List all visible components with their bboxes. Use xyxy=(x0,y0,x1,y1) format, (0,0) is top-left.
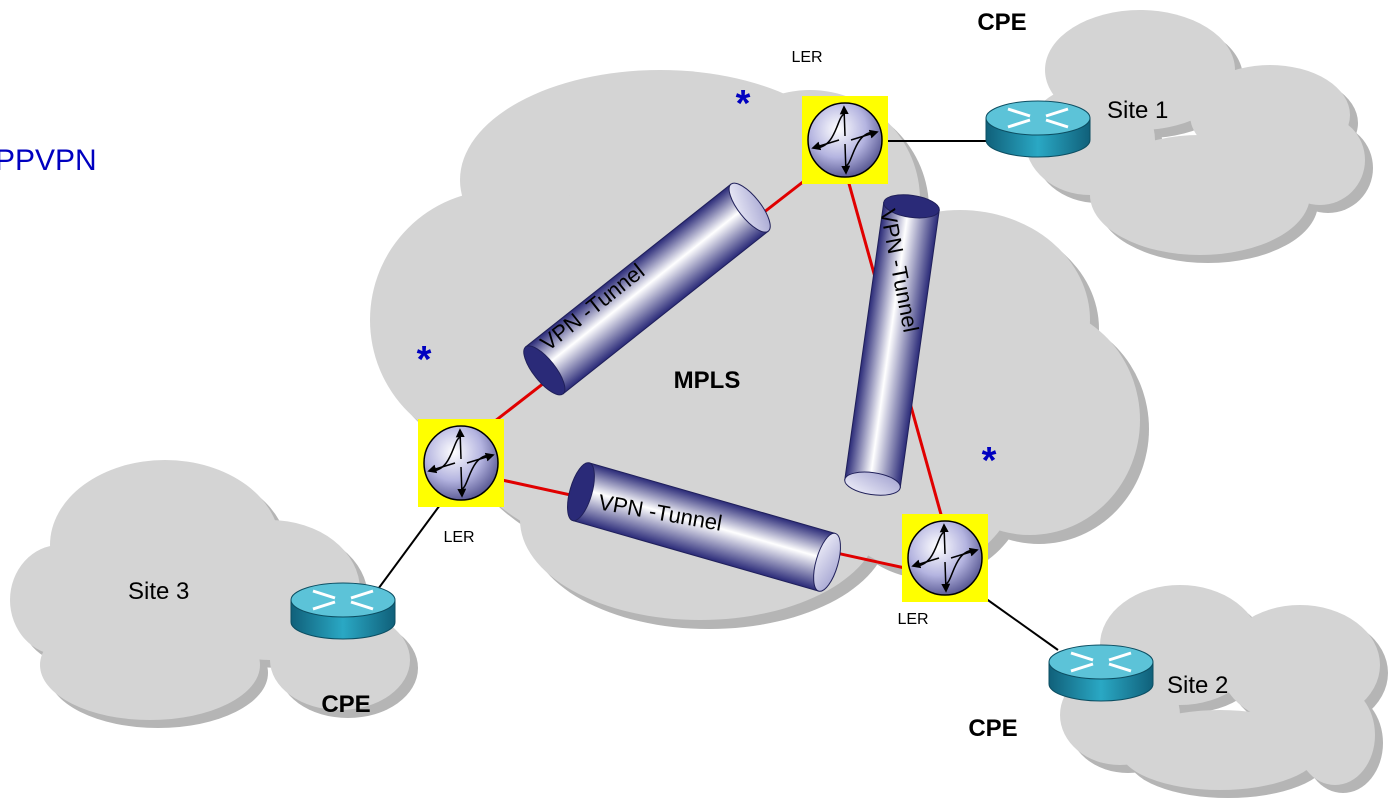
access-links xyxy=(369,140,1059,651)
link-site2 xyxy=(984,597,1059,651)
site2-cpe-label: CPE xyxy=(968,715,1017,742)
site1-cpe-router xyxy=(985,100,1091,158)
site2-cpe-router xyxy=(1048,644,1154,702)
site1-cloud xyxy=(1025,10,1373,263)
site2-label: Site 2 xyxy=(1167,672,1228,699)
site1-cpe-label: CPE xyxy=(977,9,1026,36)
ler-right-label: LER xyxy=(897,611,928,628)
ler-top-router xyxy=(802,96,888,184)
link-site3 xyxy=(369,504,441,601)
ler-right-router xyxy=(902,514,988,602)
tunnel-upper-left xyxy=(523,182,771,396)
tunnel-right xyxy=(844,194,940,496)
marker-star-top: * xyxy=(736,83,751,125)
mpls-label: MPLS xyxy=(674,367,741,394)
site3-cpe-label: CPE xyxy=(321,691,370,718)
ler-left-router xyxy=(418,419,504,507)
site3-cpe-router xyxy=(290,582,396,640)
diagram-title: PPVPN xyxy=(0,144,97,177)
site3-cloud xyxy=(10,460,418,728)
marker-star-right: * xyxy=(982,440,997,482)
site3-label: Site 3 xyxy=(128,578,189,605)
tunnel-bottom xyxy=(567,462,841,592)
marker-star-left: * xyxy=(417,339,432,381)
ler-left-label: LER xyxy=(443,529,474,546)
site1-label: Site 1 xyxy=(1107,97,1168,124)
ler-top-label: LER xyxy=(791,49,822,66)
